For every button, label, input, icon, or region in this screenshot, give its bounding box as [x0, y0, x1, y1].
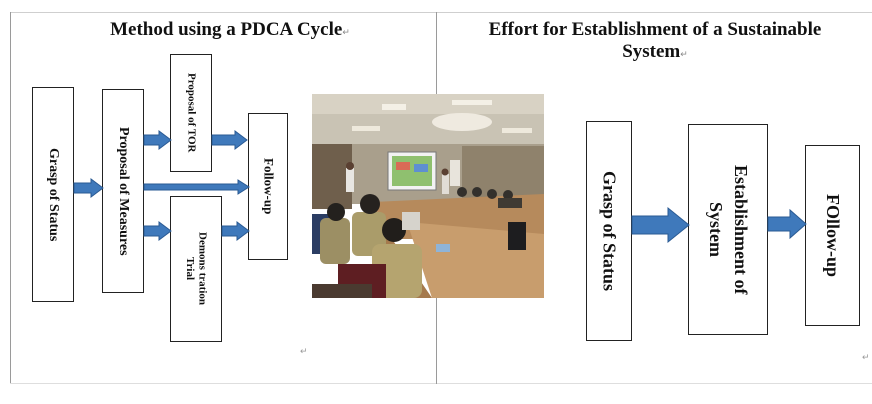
right-follow-up-label: FOllow-up	[822, 193, 843, 277]
paragraph-mark: ↵	[680, 49, 688, 59]
stray-mark-right: ↵	[862, 352, 870, 362]
arrow-proposal-to-follow-up	[143, 179, 250, 195]
left-panel-title-text: Method using a PDCA Cycle	[110, 19, 343, 40]
arrow-proposal-to-demonstration	[143, 221, 172, 241]
right-follow-up-box: FOllow-up	[805, 145, 860, 326]
follow-up-box: Follow-up	[248, 113, 288, 260]
paragraph-mark: ↵	[342, 27, 350, 37]
right-grasp-of-status-label: Grasp of Status	[599, 170, 620, 291]
arrow-grasp-to-proposal	[73, 178, 104, 198]
left-panel-title: Method using a PDCA Cycle↵	[60, 19, 400, 43]
proposal-of-measures-box: Proposal of Measures	[102, 89, 144, 293]
stray-mark-left: ↵	[300, 346, 308, 356]
grasp-of-status-box: Grasp of Status	[32, 87, 74, 302]
grasp-of-status-label: Grasp of Status	[46, 147, 62, 242]
establishment-of-system-box: Establishment of System	[688, 124, 768, 335]
arrow-demonstration-to-follow-up	[221, 221, 250, 241]
left-border	[10, 12, 11, 384]
right-panel-title-line1: Effort for Establishment of a Sustainabl…	[488, 19, 822, 40]
establishment-label-line1: Establishment of	[731, 164, 752, 295]
proposal-of-tor-box: Proposal of TOR	[170, 54, 212, 172]
arrow-tor-to-follow-up	[211, 130, 248, 150]
demonstration-trial-box: Demons tration Trial	[170, 196, 222, 342]
demonstration-label-line1: Demons tration	[196, 232, 209, 306]
arrow-right-grasp-to-establishment	[631, 206, 690, 244]
bottom-border	[10, 383, 872, 384]
establishment-of-system-label: Establishment of System	[703, 165, 753, 295]
classroom-photo	[312, 94, 544, 298]
establishment-label-line2: System	[706, 201, 726, 257]
demonstration-label-line2: Trial	[184, 257, 196, 281]
demonstration-trial-label: Demons tration Trial	[183, 232, 209, 306]
follow-up-label: Follow-up	[261, 158, 277, 215]
right-panel-title-line2: System	[622, 41, 681, 62]
proposal-of-measures-label: Proposal of Measures	[116, 126, 132, 256]
proposal-of-tor-label: Proposal of TOR	[185, 73, 198, 153]
right-panel-title: Effort for Establishment of a Sustainabl…	[450, 19, 860, 65]
arrow-proposal-to-tor	[143, 130, 172, 150]
right-grasp-of-status-box: Grasp of Status	[586, 121, 632, 341]
top-border	[10, 12, 872, 13]
arrow-establishment-to-follow-up	[767, 208, 807, 240]
